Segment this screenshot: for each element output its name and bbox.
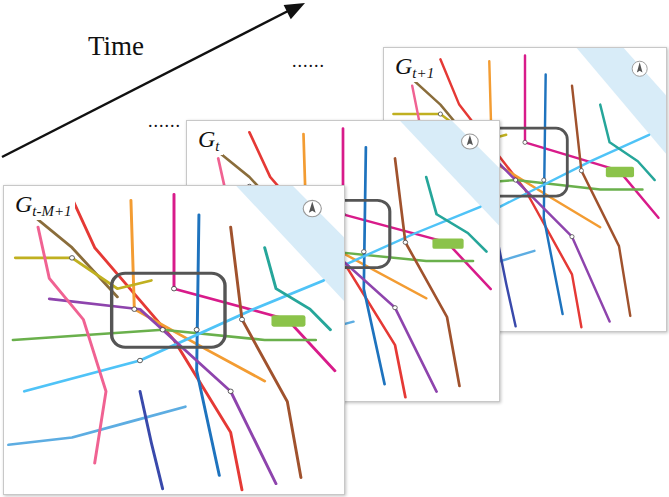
metro-map <box>4 186 344 494</box>
time-arrow-head <box>284 3 305 19</box>
ellipsis-dots: ...... <box>292 52 325 72</box>
graph-label: Gt+1 <box>392 53 437 82</box>
axis-label: Time <box>88 32 144 62</box>
graph-label: Gt-M+1 <box>12 191 75 220</box>
graph-snapshot-panel: Gt-M+1 <box>3 185 345 495</box>
ellipsis-dots: ...... <box>148 112 181 132</box>
graph-label: Gt <box>195 126 223 155</box>
